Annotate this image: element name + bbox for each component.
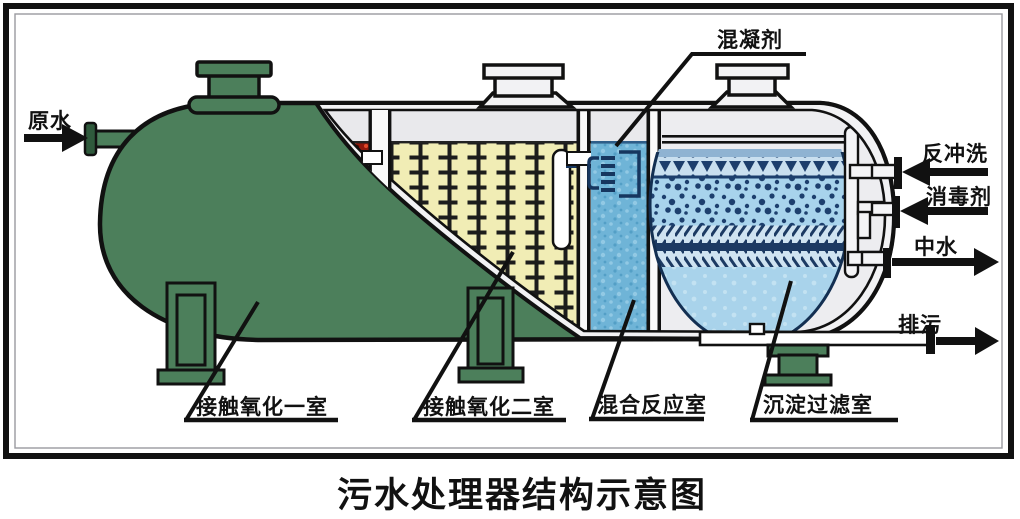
inlet-arrow: [24, 124, 88, 152]
sedimentation-label: 沉淀过滤室: [763, 393, 873, 417]
backwash-label: 反冲洗: [922, 143, 988, 166]
mixing-leader: [590, 299, 636, 420]
drain-arrow: [936, 327, 999, 355]
chamber1-leader: [184, 300, 260, 422]
inner-frame: [14, 13, 1003, 449]
disinfectant-flange: [892, 196, 900, 228]
riser-pipe: [551, 148, 572, 251]
mixing-label: 混合反应室: [597, 393, 707, 417]
coagulant-leader: [614, 52, 806, 148]
static-mixer-device: [587, 150, 641, 198]
filter-bed-layers: [650, 149, 850, 332]
sedimentation-leader: [750, 280, 793, 421]
coagulant-label: 混凝剂: [717, 28, 783, 52]
reclaimed-arrow: [892, 248, 999, 276]
chamber2-leader: [412, 250, 515, 422]
chamber1-label: 接触氧化一室: [196, 395, 328, 419]
nozzle-middle: [475, 63, 577, 109]
inlet-flange: [83, 121, 98, 157]
backwash-flange: [894, 157, 902, 189]
support-leg-2: [457, 286, 525, 384]
nozzle-left: [187, 60, 281, 115]
disinfectant-arrow: [900, 197, 988, 225]
outer-frame: [3, 3, 1014, 459]
diagram-title: 污水处理器结构示意图: [337, 476, 707, 515]
drain-flange: [926, 325, 935, 354]
reclaimed-label: 中水: [914, 236, 958, 259]
drain-label: 排污: [898, 313, 942, 337]
nozzle-right: [707, 63, 796, 109]
disinfectant-label: 消毒剂: [926, 185, 992, 209]
support-leg-1: [156, 281, 226, 386]
partition-2: [566, 110, 594, 332]
backwash-arrow: [902, 158, 988, 186]
support-leg-3: [763, 343, 833, 387]
reclaimed-flange: [883, 248, 891, 278]
chamber2-label: 接触氧化二室: [423, 395, 555, 419]
drain-pipe: [698, 322, 935, 354]
inlet-label: 原水: [28, 110, 72, 133]
